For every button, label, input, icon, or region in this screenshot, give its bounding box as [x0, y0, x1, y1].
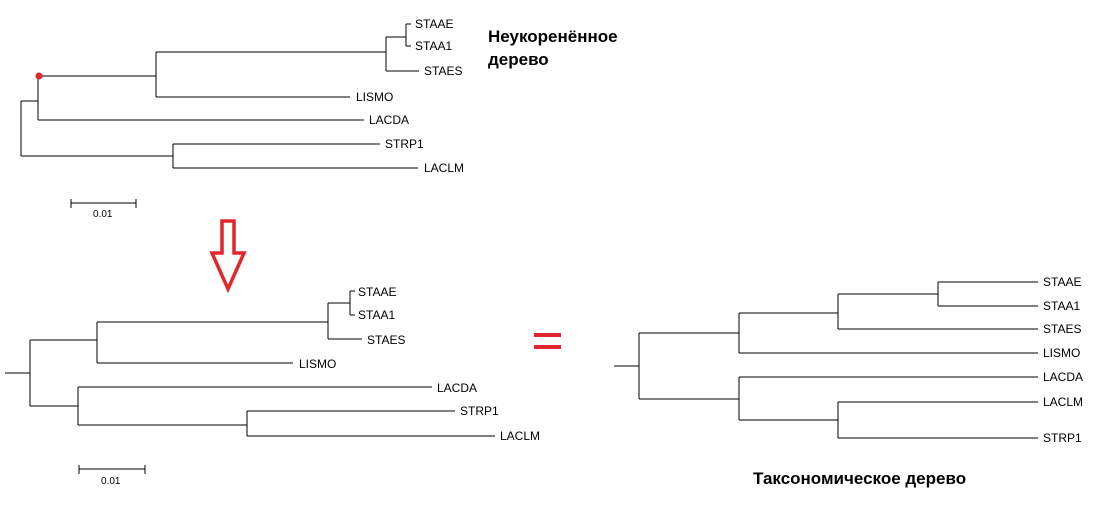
leaf-label: LACLM [500, 429, 540, 443]
scale-bar [78, 465, 146, 474]
leaf-label: LACDA [369, 113, 409, 127]
leaf-label: STAES [1043, 322, 1081, 336]
leaf-label: STAAE [1043, 275, 1081, 289]
rooted-branches [5, 290, 495, 437]
scale-bar-label: 0.01 [93, 209, 113, 220]
leaf-label: STAA1 [415, 39, 452, 53]
leaf-label: STRP1 [1043, 431, 1082, 445]
taxonomic-tree: STAAE STAA1 STAES LISMO LACDA LACLM STRP… [614, 275, 1083, 488]
scale-bar-label: 0.01 [101, 476, 121, 487]
taxonomic-branches [614, 281, 1038, 439]
rooted-tree: STAAE STAA1 STAES LISMO LACDA STRP1 LACL… [5, 285, 540, 487]
leaf-label: STRP1 [385, 137, 424, 151]
scale-bar [70, 199, 137, 208]
leaf-label: STAES [367, 333, 405, 347]
unrooted-title-line2: дерево [488, 50, 549, 69]
leaf-label: STAA1 [358, 308, 395, 322]
leaf-label: LACLM [424, 161, 464, 175]
leaf-label: STAES [424, 64, 462, 78]
unrooted-title-line1: Неукоренённое [488, 27, 618, 46]
leaf-label: LISMO [356, 90, 393, 104]
leaf-label: LACLM [1043, 395, 1083, 409]
leaf-label: STRP1 [460, 404, 499, 418]
down-arrow-icon [209, 219, 247, 294]
taxonomic-title: Таксономическое дерево [753, 469, 966, 488]
equals-icon [534, 333, 561, 349]
red-dot-icon [35, 72, 43, 80]
leaf-label: LACDA [437, 381, 477, 395]
leaf-label: STAAE [415, 17, 453, 31]
unrooted-branches [20, 23, 419, 169]
leaf-label: LISMO [299, 357, 336, 371]
leaf-label: STAAE [358, 285, 396, 299]
leaf-label: LACDA [1043, 370, 1083, 384]
leaf-label: STAA1 [1043, 299, 1080, 313]
leaf-label: LISMO [1043, 346, 1080, 360]
unrooted-tree: STAAE STAA1 STAES LISMO LACDA STRP1 LACL… [20, 17, 618, 220]
